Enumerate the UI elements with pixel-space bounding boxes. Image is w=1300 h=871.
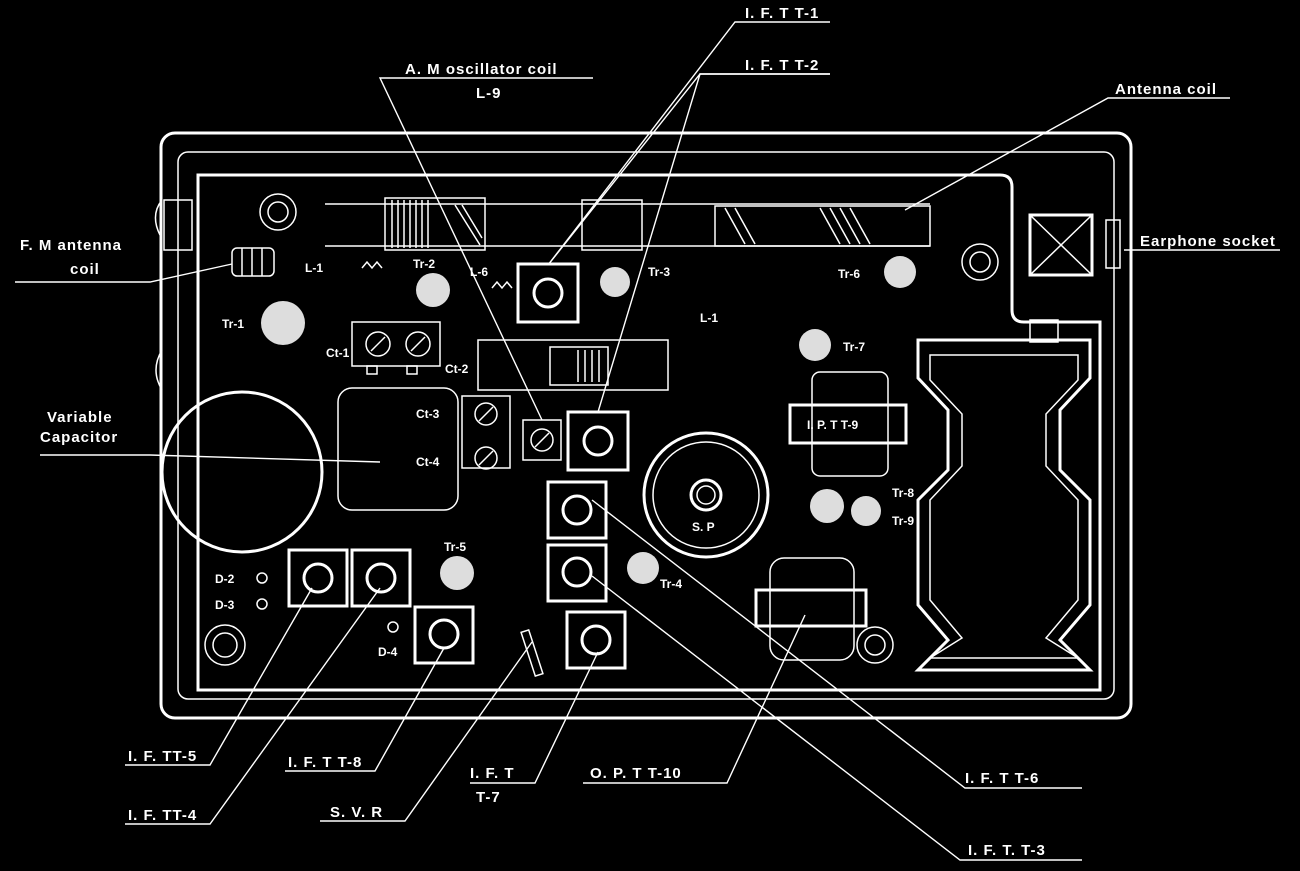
band-switch-slider (549, 346, 609, 386)
transistor-tr3 (600, 267, 630, 297)
rod-clamp (581, 199, 643, 251)
ift-t3-can (546, 543, 608, 603)
speaker-magnet (689, 478, 723, 512)
label-l9: L-9 (476, 85, 502, 102)
board-label-l6: L-6 (470, 265, 488, 279)
board-label-tr2: Tr-2 (413, 257, 435, 271)
label-fm-antenna-line1: F. M antenna (20, 237, 122, 254)
board-label-d4: D-4 (378, 645, 398, 659)
board-label-tr7: Tr-7 (843, 340, 865, 354)
l1-spring (361, 260, 383, 270)
label-ift-t1: I. F. T T-1 (745, 5, 819, 22)
board-label-ct4: Ct-4 (416, 455, 440, 469)
variable-capacitor-dial (160, 390, 324, 554)
fm-antenna-coil-body (231, 247, 275, 277)
opt-t10-body (754, 588, 868, 628)
trimmer-block-ct3-ct4 (461, 395, 511, 469)
mount-hole (204, 624, 246, 666)
transistor-tr7 (799, 329, 831, 361)
board-label-tr1: Tr-1 (222, 317, 244, 331)
label-ift-t7-line1: I. F. T (470, 765, 515, 782)
board-label-tr9: Tr-9 (892, 514, 914, 528)
earphone-socket-box (1028, 213, 1094, 277)
l6-spring (491, 280, 513, 290)
label-ift-t6: I. F. T T-6 (965, 770, 1039, 787)
transistor-tr4 (627, 552, 659, 584)
label-antenna-coil: Antenna coil (1115, 81, 1217, 98)
ift-t8-can (413, 605, 475, 665)
case-clip (154, 199, 163, 391)
band-switch (477, 339, 669, 391)
board-label-l1a: L-1 (305, 261, 323, 275)
ift-t1-can (516, 262, 580, 324)
label-ift-t8: I. F. T T-8 (288, 754, 362, 771)
mount-hole (259, 193, 297, 231)
am-osc-coil-body (384, 197, 486, 251)
mount-hole (961, 243, 999, 281)
ift-tt4-can (350, 548, 412, 608)
ift-t7-can (565, 610, 627, 670)
svr-component (520, 628, 544, 678)
board-label-ct2: Ct-2 (445, 362, 469, 376)
board-label-ct1: Ct-1 (326, 346, 350, 360)
label-opt-t10: O. P. T T-10 (590, 765, 682, 782)
label-ift-t7-line2: T-7 (476, 789, 501, 806)
label-ift-tt4: I. F. TT-4 (128, 807, 197, 824)
speaker-inner (652, 441, 760, 549)
outer-case (159, 131, 1133, 720)
ipt-t9-body (788, 403, 908, 445)
speaker-outer (642, 431, 770, 559)
ift-t6-can (546, 480, 608, 540)
transistor-tr6 (884, 256, 916, 288)
label-svr: S. V. R (330, 804, 383, 821)
label-ift-t3: I. F. T. T-3 (968, 842, 1046, 859)
battery-compartment (914, 338, 1094, 672)
leader-lines (15, 21, 1280, 861)
board-label-l1b: L-1 (700, 311, 718, 325)
antenna-coil-winding (724, 207, 871, 245)
diode-d4 (387, 621, 399, 633)
label-fm-antenna-line2: coil (70, 261, 100, 278)
board-label-tr6: Tr-6 (838, 267, 860, 281)
label-ift-tt5: I. F. TT-5 (128, 748, 197, 765)
side-clip (163, 199, 193, 251)
transistor-tr2 (416, 273, 450, 307)
board-label-tr8: Tr-8 (892, 486, 914, 500)
label-am-osc-coil: A. M oscillator coil (405, 61, 558, 78)
trimmer-block-ct1-ct2 (351, 321, 441, 367)
earphone-jack (1105, 219, 1121, 269)
mount-hole (856, 626, 894, 664)
label-variable-capacitor-line2: Capacitor (40, 429, 118, 446)
board-label-sp: S. P (692, 520, 715, 534)
transistor-tr1 (261, 301, 305, 345)
diode-d2 (256, 572, 268, 584)
am-osc-coil-winding (391, 200, 483, 248)
label-ift-t2: I. F. T T-2 (745, 57, 819, 74)
variable-capacitor-body (337, 387, 459, 511)
board-label-tr4: Tr-4 (660, 577, 682, 591)
pcb-outline (196, 173, 1102, 692)
board-label-tr3: Tr-3 (648, 265, 670, 279)
label-earphone-socket: Earphone socket (1140, 233, 1276, 250)
board-label-d3: D-3 (215, 598, 235, 612)
transistor-tr5 (440, 556, 474, 590)
transistor-tr8 (810, 489, 844, 523)
ipt-t9-core (811, 371, 889, 477)
board-label-ipt-t9: I. P. T T-9 (807, 418, 858, 432)
antenna-coil-body (714, 205, 931, 247)
transistor-tr9 (851, 496, 881, 526)
ift-tt5-can (287, 548, 349, 608)
ift-t2-can (566, 410, 630, 472)
diode-d3 (256, 598, 268, 610)
opt-t10-core (769, 557, 855, 661)
label-variable-capacitor-line1: Variable (47, 409, 113, 426)
board-label-ct3: Ct-3 (416, 407, 440, 421)
board-label-d2: D-2 (215, 572, 235, 586)
board-label-tr5: Tr-5 (444, 540, 466, 554)
